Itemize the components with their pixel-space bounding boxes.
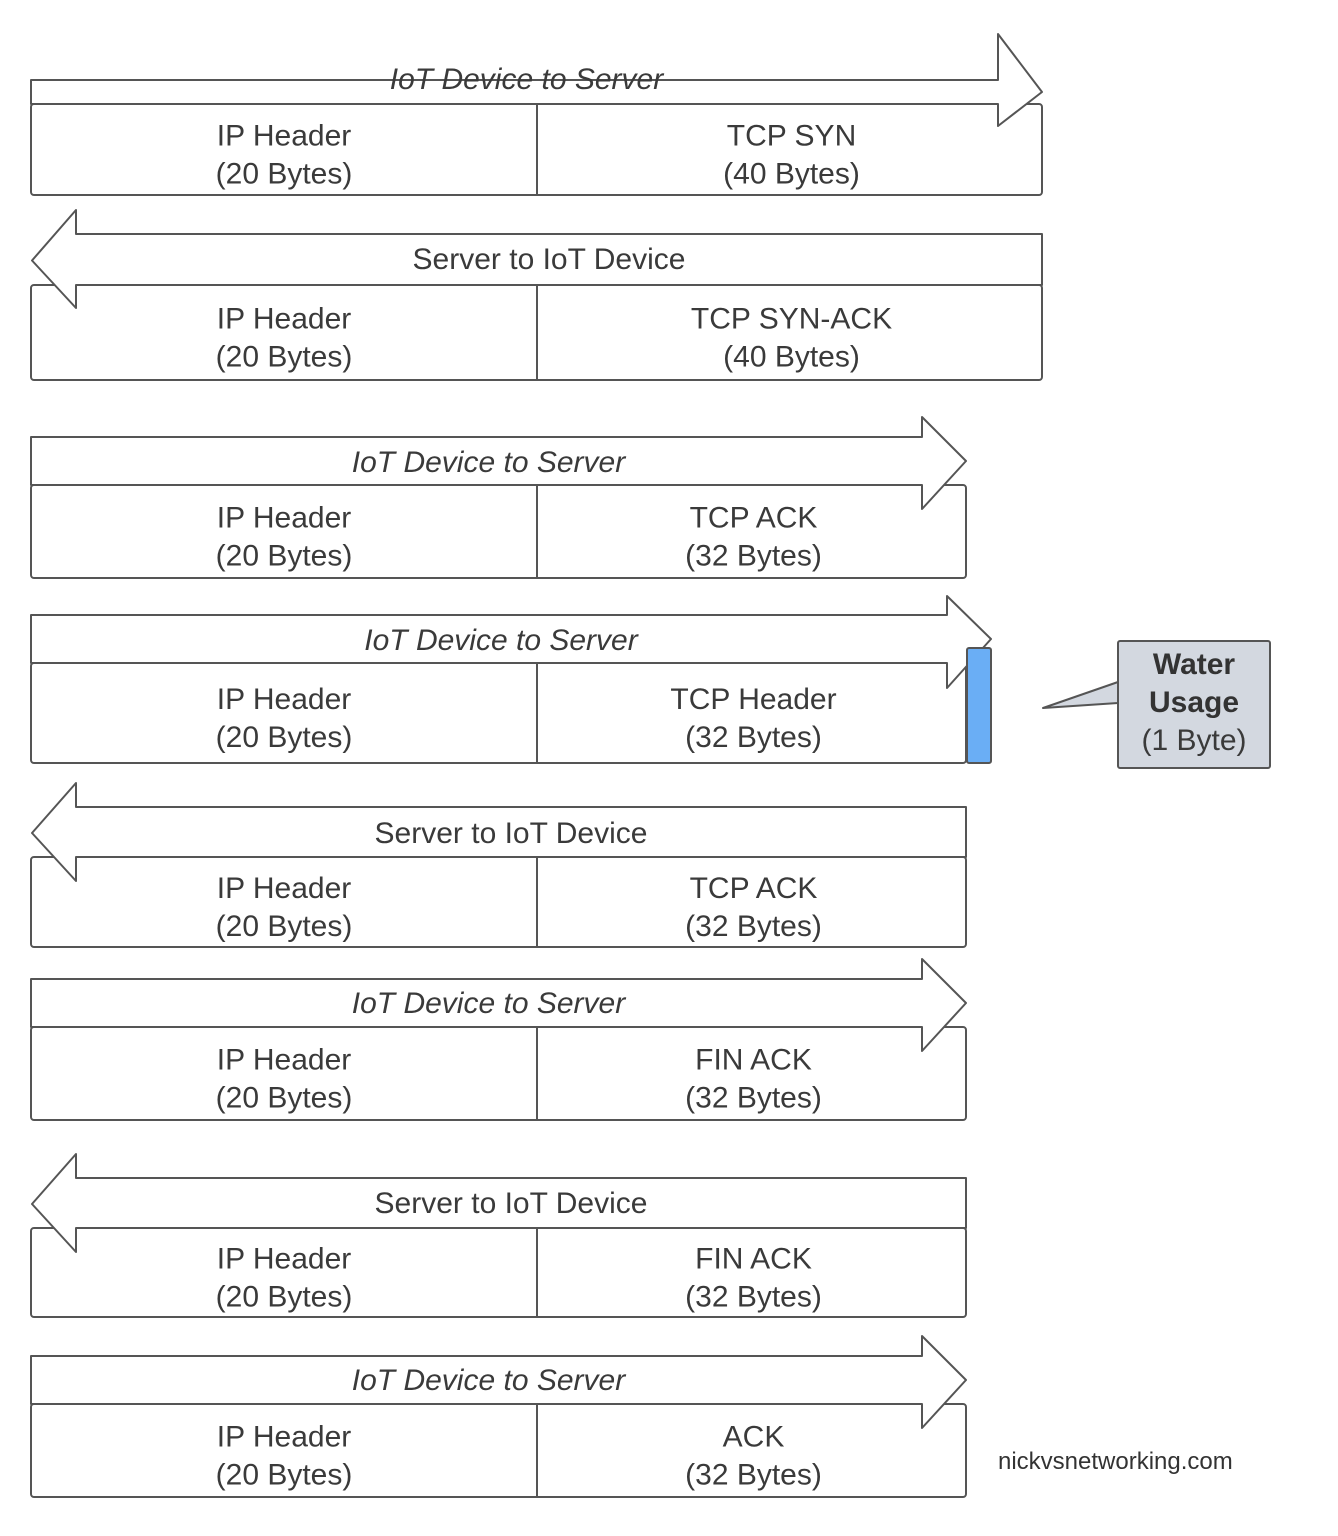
right-cell-size: (32 Bytes): [685, 1281, 822, 1314]
left-cell-title: IP Header: [217, 872, 352, 905]
right-cell-size: (40 Bytes): [723, 158, 860, 191]
right-cell-size: (40 Bytes): [723, 341, 860, 374]
direction-label: IoT Device to Server: [364, 624, 638, 657]
direction-label: Server to IoT Device: [375, 817, 648, 850]
right-cell-size: (32 Bytes): [685, 540, 822, 573]
packet-body: [30, 1026, 967, 1121]
direction-label: IoT Device to Server: [352, 1364, 626, 1397]
arrow-right-icon: [30, 958, 967, 1052]
payload-byte: [966, 647, 992, 764]
callout-title-line1: Water: [1153, 648, 1236, 681]
right-cell-size: (32 Bytes): [685, 1082, 822, 1115]
right-cell-title: TCP SYN: [727, 120, 856, 153]
left-cell-title: IP Header: [217, 1044, 352, 1077]
callout-box: [1117, 640, 1271, 769]
packet-body: [30, 1227, 967, 1318]
right-cell-title: FIN ACK: [695, 1044, 812, 1077]
right-cell-size: (32 Bytes): [685, 721, 822, 754]
direction-label: Server to IoT Device: [413, 243, 686, 276]
left-cell-size: (20 Bytes): [216, 1459, 353, 1492]
packet-body: [30, 856, 967, 948]
arrow-right-icon: [30, 416, 967, 510]
right-cell-title: ACK: [723, 1421, 785, 1454]
right-cell-title: TCP SYN-ACK: [691, 303, 892, 336]
right-cell-title: TCP ACK: [690, 872, 818, 905]
arrow-left-icon: [31, 1153, 967, 1253]
left-cell-size: (20 Bytes): [216, 721, 353, 754]
left-cell-size: (20 Bytes): [216, 158, 353, 191]
left-cell-title: IP Header: [217, 303, 352, 336]
arrow-right-icon: [30, 1335, 967, 1429]
direction-label: IoT Device to Server: [390, 63, 664, 96]
callout-title-line2: Usage: [1149, 686, 1239, 719]
arrow-left-icon: [31, 209, 1043, 309]
arrow-right-icon: [30, 33, 1043, 127]
right-cell-size: (32 Bytes): [685, 1459, 822, 1492]
arrow-left-icon: [31, 782, 967, 882]
left-cell-title: IP Header: [217, 120, 352, 153]
right-cell-title: TCP Header: [670, 683, 836, 716]
right-cell-size: (32 Bytes): [685, 910, 822, 943]
left-cell-title: IP Header: [217, 683, 352, 716]
packet-5: Server to IoT Device IP Header (20 Bytes) T…: [30, 782, 967, 948]
footer-website: nickvsnetworking.com: [998, 1448, 1233, 1475]
left-cell-title: IP Header: [217, 502, 352, 535]
right-cell-title: FIN ACK: [695, 1243, 812, 1276]
left-cell-title: IP Header: [217, 1421, 352, 1454]
packet-1: IoT Device to Server IP Header (20 Bytes) T…: [30, 33, 1043, 196]
left-cell-size: (20 Bytes): [216, 540, 353, 573]
packet-4: IoT Device to Server IP Header (20 Bytes) T…: [30, 595, 992, 764]
callout-size: (1 Byte): [1141, 724, 1246, 757]
left-cell-size: (20 Bytes): [216, 1082, 353, 1115]
direction-label: IoT Device to Server: [352, 446, 626, 479]
packet-body: [30, 484, 967, 579]
direction-label: Server to IoT Device: [375, 1187, 648, 1220]
left-cell-title: IP Header: [217, 1243, 352, 1276]
right-cell-title: TCP ACK: [690, 502, 818, 535]
packet-body: [30, 1403, 967, 1498]
left-cell-size: (20 Bytes): [216, 1281, 353, 1314]
left-cell-size: (20 Bytes): [216, 341, 353, 374]
packet-2: Server to IoT Device IP Header (20 Bytes) T…: [30, 209, 1043, 381]
direction-label: IoT Device to Server: [352, 987, 626, 1020]
packet-7: Server to IoT Device IP Header (20 Bytes) F…: [30, 1153, 967, 1318]
left-cell-size: (20 Bytes): [216, 910, 353, 943]
callout-pointer: [1042, 681, 1119, 709]
